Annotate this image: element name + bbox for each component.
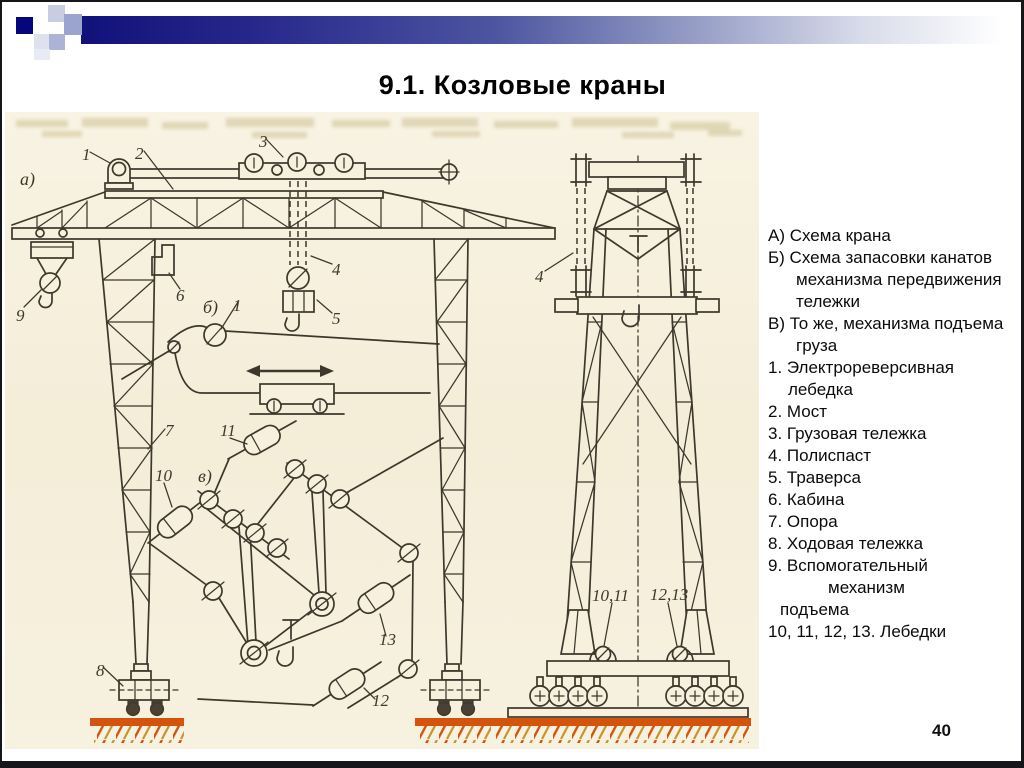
legend-line: 8. Ходовая тележка [768, 534, 924, 553]
legend-line: механизма передвижения [796, 270, 1002, 289]
legend-line: 3. Грузовая тележка [768, 424, 927, 443]
legend-line: 6. Кабина [768, 490, 845, 509]
label-1-winch: 1 [82, 145, 91, 164]
legend: А) Схема крана Б) Схема запасовки канато… [768, 225, 1021, 643]
side-view [507, 153, 749, 718]
label-1-reeving: 1 [233, 296, 242, 315]
decor-square [48, 5, 65, 22]
label-6-cabin: 6 [176, 286, 185, 305]
legend-line: 2. Мост [768, 402, 827, 421]
scan-paper [5, 112, 759, 749]
header-gradient-bar [81, 16, 1002, 44]
hook-icon [276, 646, 294, 667]
legend-line: В) То же, механизма подъема [768, 314, 1004, 333]
label-10-drum: 10 [155, 466, 173, 485]
legend-line: тележки [796, 292, 860, 311]
label-9-aux-hoist: 9 [16, 306, 25, 325]
diagram-labels: а) 1 2 3 4 5 6 9 б) 1 7 10 в) 11 13 12 8… [16, 132, 688, 710]
winch-drum-13 [357, 581, 395, 615]
page-title: 9.1. Козловые краны [378, 70, 667, 100]
legend-line: 7. Опора [768, 512, 838, 531]
decor-square-navy [16, 17, 33, 34]
scan-ghost-text [16, 118, 742, 138]
legend-line: 1. Электрореверсивная [768, 358, 954, 377]
crane-diagram: а) 1 2 3 4 5 6 9 б) 1 7 10 в) 11 13 12 8… [5, 112, 759, 749]
hook-icon [284, 313, 300, 332]
label-4-polispast: 4 [332, 260, 341, 279]
legend-line: груза [796, 336, 838, 355]
arrow-right-icon [320, 365, 334, 377]
decor-square [64, 14, 82, 35]
legend-line: механизм [828, 578, 905, 597]
winch-drum-10 [156, 505, 194, 539]
reeving-v-diagram [147, 420, 444, 709]
legend-line: А) Схема крана [768, 226, 891, 245]
label-11-drum: 11 [220, 421, 236, 440]
legend-line: 5. Траверса [768, 468, 861, 487]
legend-line: 4. Полиспаст [768, 446, 872, 465]
arrow-left-icon [246, 365, 260, 377]
label-view-b: б) [203, 297, 218, 318]
label-4-side: 4 [535, 267, 544, 286]
winch-drum-12 [328, 668, 366, 700]
hook-icon [621, 304, 640, 328]
label-13-drum: 13 [379, 630, 396, 649]
decor-square [34, 49, 50, 60]
winch-drum-11 [243, 424, 281, 456]
label-12-13-side: 12,13 [650, 585, 688, 604]
label-12-drum: 12 [372, 691, 390, 710]
label-7-leg: 7 [165, 421, 175, 440]
ground [90, 718, 751, 743]
label-8-bogie: 8 [96, 661, 105, 680]
label-5-traverse: 5 [332, 309, 341, 328]
decor-square [49, 34, 65, 50]
legend-line: 9. Вспомогательный [768, 556, 928, 575]
diagram-label-leaders [23, 138, 678, 700]
label-view-v: в) [198, 466, 212, 487]
reeving-b-diagram [121, 323, 440, 415]
legend-line: 10, 11, 12, 13. Лебедки [768, 622, 947, 641]
label-3-trolley: 3 [258, 132, 268, 151]
label-10-11-side: 10,11 [592, 586, 629, 605]
legend-line: подъема [780, 600, 850, 619]
hook-icon [38, 292, 53, 309]
legend-line: лебедка [788, 380, 853, 399]
label-view-a: а) [20, 169, 35, 190]
label-2-bridge: 2 [135, 144, 144, 163]
decor-square [34, 34, 49, 49]
page-number: 40 [932, 721, 951, 740]
legend-line: Б) Схема запасовки канатов [768, 248, 993, 267]
front-view [11, 152, 556, 717]
cabin-shape [151, 244, 175, 276]
